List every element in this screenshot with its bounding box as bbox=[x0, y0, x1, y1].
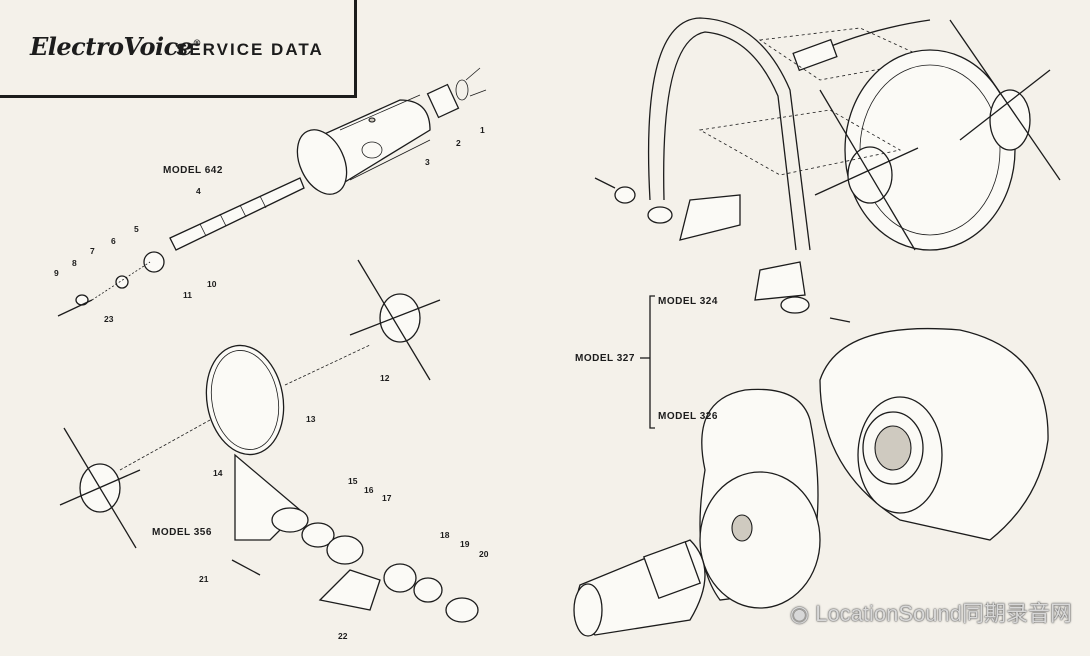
connector-end bbox=[426, 83, 460, 119]
suspension-rod-right-b bbox=[349, 299, 441, 336]
header-box: ElectroVoice® SERVICE DATA bbox=[0, 0, 357, 98]
cable-plug bbox=[792, 38, 838, 72]
callout-18: 18 bbox=[440, 530, 450, 540]
suspension-rod-left-b bbox=[59, 469, 141, 506]
brand-logo: ElectroVoice® bbox=[30, 32, 201, 61]
coupler bbox=[642, 540, 702, 600]
shell-326-face bbox=[699, 471, 821, 609]
mount-plane bbox=[698, 109, 902, 176]
disc-15 bbox=[271, 507, 309, 533]
callout-3: 3 bbox=[425, 157, 430, 167]
disc-16a bbox=[301, 522, 335, 548]
shock-ring bbox=[205, 344, 285, 456]
callout-23: 23 bbox=[104, 314, 114, 324]
callout-13: 13 bbox=[306, 414, 316, 424]
callout-10: 10 bbox=[207, 279, 217, 289]
suspension-rod-327-b bbox=[959, 69, 1051, 141]
suspension-rod-327-c bbox=[819, 89, 916, 251]
suspension-rod-327-d bbox=[814, 147, 919, 196]
callout-8: 8 bbox=[72, 258, 77, 268]
callout-14: 14 bbox=[213, 468, 223, 478]
callout-7: 7 bbox=[90, 246, 95, 256]
link-rod-right bbox=[284, 344, 371, 386]
model-brace bbox=[649, 295, 655, 429]
model-326-label: MODEL 326 bbox=[658, 411, 718, 422]
shell-326-hole bbox=[731, 514, 753, 542]
shaft bbox=[169, 177, 305, 251]
washer-top bbox=[614, 186, 636, 204]
screw-9-bottom bbox=[829, 317, 851, 323]
cylinder-18-end bbox=[573, 583, 603, 637]
callout-20: 20 bbox=[479, 549, 489, 559]
suspension-rod-327-a bbox=[949, 19, 1061, 181]
model-327-label: MODEL 327 bbox=[575, 353, 635, 364]
callout-22: 22 bbox=[338, 631, 348, 641]
model-642-label: MODEL 642 bbox=[163, 165, 223, 176]
barrel-logo bbox=[361, 141, 383, 159]
rear-ring bbox=[989, 89, 1031, 151]
knob-20 bbox=[445, 597, 479, 623]
cable-box bbox=[758, 27, 932, 81]
model-642-assembly bbox=[57, 67, 487, 317]
nut bbox=[143, 251, 165, 273]
callout-5: 5 bbox=[134, 224, 139, 234]
page-title: SERVICE DATA bbox=[176, 40, 324, 59]
brand-trademark: ® bbox=[192, 39, 201, 49]
callout-15: 15 bbox=[348, 476, 358, 486]
bracket-14-bottom bbox=[754, 261, 806, 301]
insert-16-core bbox=[874, 425, 912, 471]
callout-17: 17 bbox=[382, 493, 392, 503]
screw-9-top bbox=[594, 177, 616, 189]
callout-6: 6 bbox=[111, 236, 116, 246]
callout-2: 2 bbox=[456, 138, 461, 148]
mic-body-327 bbox=[844, 49, 1016, 251]
disc-12-bottom bbox=[780, 296, 810, 314]
barrel-hole bbox=[368, 117, 376, 123]
bracket-14-top bbox=[679, 194, 741, 241]
callout-4: 4 bbox=[196, 186, 201, 196]
screw-2 bbox=[469, 89, 487, 97]
disc-18 bbox=[413, 577, 443, 603]
barrel-band bbox=[339, 94, 431, 181]
model-356-label: MODEL 356 bbox=[152, 527, 212, 538]
base-bracket bbox=[318, 569, 381, 611]
assembly-axis-642 bbox=[91, 261, 151, 301]
brand-name: ElectroVoice bbox=[30, 32, 193, 61]
yoke-frame-inner bbox=[663, 31, 797, 251]
barrel-face bbox=[296, 129, 348, 195]
disc-16b bbox=[383, 563, 417, 593]
watermark: ◉ LocationSound同期录音网 bbox=[790, 596, 1072, 628]
connector-flange bbox=[455, 79, 469, 101]
washer bbox=[115, 275, 129, 289]
disc-17 bbox=[326, 535, 364, 565]
disc-12-top bbox=[647, 206, 673, 224]
lock-washer bbox=[75, 294, 89, 306]
shock-ring-inner bbox=[210, 350, 280, 450]
suspension-rod-right-a bbox=[357, 259, 431, 381]
callout-21: 21 bbox=[199, 574, 209, 584]
model-356-assembly bbox=[59, 259, 479, 623]
screw-1 bbox=[465, 67, 481, 81]
shaft-threads bbox=[199, 195, 267, 237]
suspension-ring-right bbox=[379, 293, 421, 343]
yoke-frame bbox=[647, 17, 811, 251]
callout-9: 9 bbox=[54, 268, 59, 278]
callout-11: 11 bbox=[183, 290, 192, 300]
model-324-label: MODEL 324 bbox=[658, 296, 718, 307]
callout-1: 1 bbox=[480, 125, 485, 135]
link-rod-left bbox=[119, 419, 211, 471]
screws-21 bbox=[231, 559, 261, 576]
callout-19: 19 bbox=[460, 539, 470, 549]
watermark-text: LocationSound同期录音网 bbox=[815, 601, 1072, 626]
callout-12: 12 bbox=[380, 373, 390, 383]
callout-16: 16 bbox=[364, 485, 374, 495]
wechat-icon: ◉ bbox=[789, 601, 810, 626]
screw-9 bbox=[57, 299, 93, 317]
model-327-assembly bbox=[573, 17, 1061, 637]
